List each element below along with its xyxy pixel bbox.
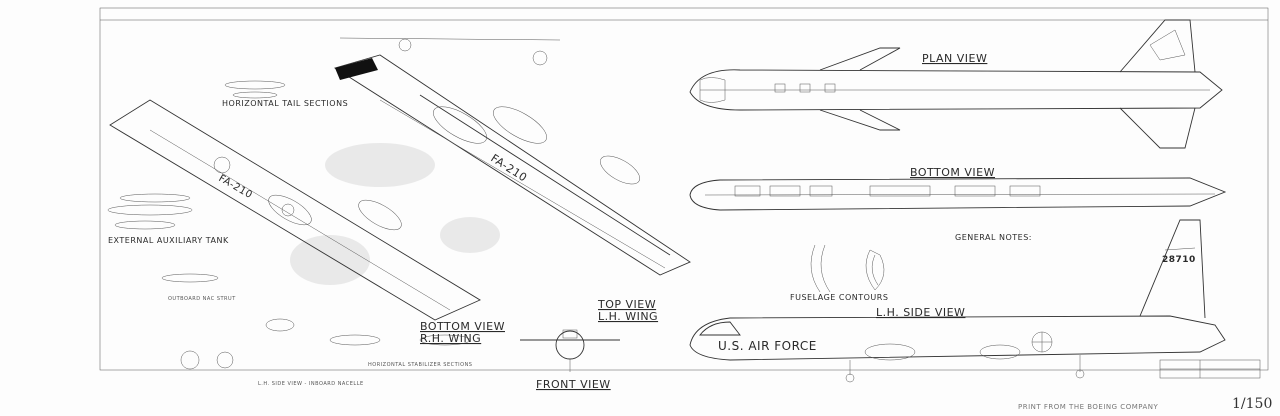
fuselage-contours-drawing bbox=[810, 244, 885, 293]
plan-view-label: PLAN VIEW bbox=[922, 52, 987, 65]
lh-wing-drawing bbox=[333, 54, 691, 276]
inboard-nacelle-label: L.H. SIDE VIEW - INBOARD NACELLE bbox=[258, 381, 364, 387]
print-credit: PRINT FROM THE BOEING COMPANY bbox=[1018, 403, 1159, 411]
plan-view-drawing bbox=[689, 19, 1223, 149]
lh-wing-label: L.H. WING bbox=[598, 310, 658, 323]
scale-note: 1/150 bbox=[1232, 396, 1272, 412]
smudge bbox=[440, 217, 500, 253]
side-view-drawing bbox=[689, 219, 1226, 383]
stabilizer-sections-label: HORIZONTAL STABILIZER SECTIONS bbox=[368, 362, 472, 368]
rh-wing-label: R.H. WING bbox=[420, 332, 481, 345]
fuselage-contours-label: FUSELAGE CONTOURS bbox=[790, 293, 888, 302]
general-notes-title: GENERAL NOTES: bbox=[955, 233, 1032, 242]
horizontal-tail-sections-label: HORIZONTAL TAIL SECTIONS bbox=[222, 99, 348, 108]
sheet-border bbox=[99, 7, 1269, 371]
bottom-view-rh-label: BOTTOM VIEW bbox=[420, 320, 505, 333]
smudge bbox=[290, 235, 370, 285]
tank-sections-drawing bbox=[107, 80, 471, 370]
rh-wing-marking: FA-210 bbox=[217, 173, 255, 201]
lh-side-view-label: L.H. SIDE VIEW bbox=[876, 306, 965, 319]
wingtip-sketch bbox=[339, 37, 561, 66]
tail-serial-marking: 28710 bbox=[1162, 255, 1196, 265]
bottom-view-label: BOTTOM VIEW bbox=[910, 166, 995, 179]
top-view-label: TOP VIEW bbox=[597, 298, 656, 311]
outboard-strut-label: OUTBOARD NAC STRUT bbox=[168, 296, 236, 302]
lh-wing-marking: FA-210 bbox=[488, 152, 529, 185]
front-view-label: FRONT VIEW bbox=[536, 378, 611, 391]
us-air-force-marking: U.S. AIR FORCE bbox=[718, 339, 817, 353]
front-view-drawing bbox=[520, 329, 620, 372]
bottom-view-drawing bbox=[689, 177, 1227, 211]
external-tank-label: EXTERNAL AUXILIARY TANK bbox=[108, 236, 229, 245]
rh-wing-drawing bbox=[109, 99, 481, 321]
smudge bbox=[325, 143, 435, 187]
